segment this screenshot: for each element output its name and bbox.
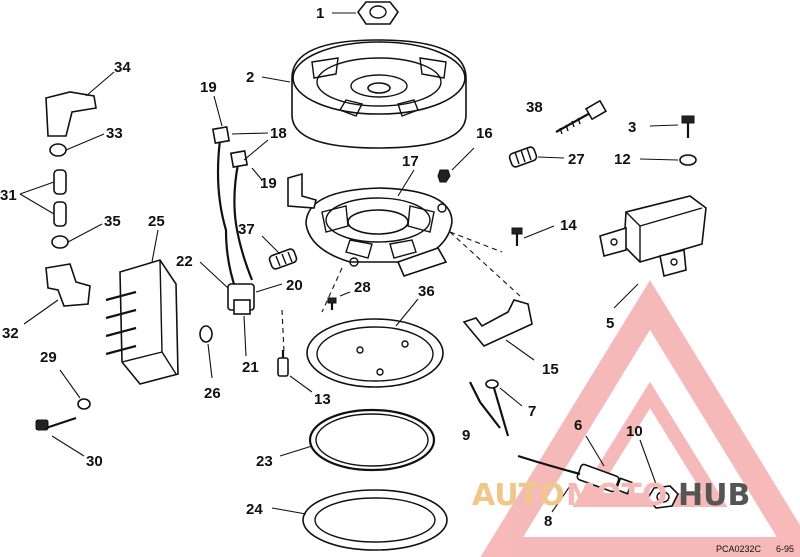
callout-28: 28	[354, 279, 371, 296]
callout-18: 18	[270, 125, 287, 142]
part-35-clip	[51, 223, 103, 249]
part-32-boot	[23, 263, 91, 325]
part-15-bracket	[462, 299, 535, 361]
part-29-lockwasher	[59, 369, 91, 410]
callout-38: 38	[526, 99, 543, 116]
part-17-stator-plate	[287, 169, 453, 277]
part-28-screw	[327, 291, 351, 310]
part-2-flywheel	[261, 39, 467, 149]
part-26-washer	[199, 325, 213, 379]
part-36-timer-base	[306, 298, 444, 388]
part-27-spring	[508, 146, 565, 168]
callout-36: 36	[418, 283, 435, 300]
callout-31: 31	[0, 187, 17, 204]
part-30-screw	[35, 416, 85, 457]
part-6-sensor	[576, 435, 633, 495]
part-14-screw	[511, 225, 555, 246]
callout-2: 2	[246, 69, 254, 86]
alignment-lines	[281, 231, 521, 353]
watermark-hub: HUB	[678, 478, 750, 513]
drawing-code: PCA0232C	[716, 544, 762, 554]
callout-21: 21	[242, 359, 259, 376]
callout-22: 22	[176, 253, 193, 270]
part-34-boot	[45, 71, 115, 137]
callout-29: 29	[40, 349, 57, 366]
callout-labels: 1 2 3 5 6 7 8 9 10 12 13 14 15 16 17 18 …	[0, 5, 643, 530]
callout-7: 7	[528, 403, 536, 420]
callout-24: 24	[246, 501, 263, 518]
callout-19b: 19	[260, 175, 277, 192]
callout-1: 1	[316, 5, 324, 22]
callout-15: 15	[542, 361, 559, 378]
watermark-auto: AUTO	[472, 478, 565, 513]
part-13-terminal	[277, 350, 313, 393]
part-24-ring-plate	[271, 489, 448, 551]
callout-37: 37	[238, 221, 255, 238]
part-1-nut	[332, 1, 399, 25]
callout-3: 3	[628, 119, 636, 136]
part-31-sleeves	[19, 169, 67, 227]
part-38-bolt	[555, 99, 608, 135]
part-10-nut	[639, 439, 679, 509]
callout-8: 8	[544, 513, 552, 530]
part-5-power-pack	[599, 195, 707, 309]
callout-12: 12	[614, 151, 631, 168]
callout-19a: 19	[200, 79, 217, 96]
watermark-text: AUTO MOTO HUB	[472, 478, 750, 513]
part-7-terminal	[485, 379, 523, 437]
part-23-retaining-ring	[279, 408, 436, 472]
part-33-clip	[49, 133, 105, 157]
callout-10: 10	[626, 423, 643, 440]
callout-34: 34	[114, 59, 131, 76]
callout-26: 26	[204, 385, 221, 402]
part-25-terminal-block	[105, 229, 179, 385]
callout-5: 5	[606, 315, 614, 332]
callout-6: 6	[574, 417, 582, 434]
callout-14: 14	[560, 217, 577, 234]
callout-23: 23	[256, 453, 273, 470]
part-9-wire	[469, 381, 501, 429]
callout-13: 13	[314, 391, 331, 408]
part-12-washer	[639, 154, 697, 166]
callout-32: 32	[2, 325, 19, 342]
callout-25: 25	[148, 213, 165, 230]
callout-9: 9	[462, 427, 470, 444]
callout-35: 35	[104, 213, 121, 230]
callout-20: 20	[286, 277, 303, 294]
callout-30: 30	[86, 453, 103, 470]
part-16-screw	[437, 147, 475, 183]
callout-17: 17	[402, 153, 419, 170]
callout-16: 16	[476, 125, 493, 142]
callout-33: 33	[106, 125, 123, 142]
watermark-moto: MOTO	[566, 478, 667, 513]
part-37-spacer	[261, 235, 298, 270]
part-8-wire	[517, 454, 581, 513]
part-3-screw	[649, 115, 695, 138]
callout-27: 27	[568, 151, 585, 168]
wiring-harness	[199, 95, 283, 357]
drawing-date: 6-95	[776, 544, 794, 554]
